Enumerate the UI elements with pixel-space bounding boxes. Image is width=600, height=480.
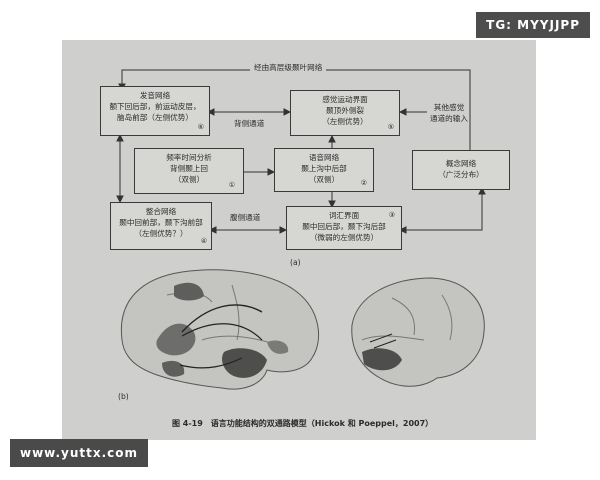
spectrotemporal-analysis-box: 频率时间分析 背侧颞上回 （双侧） ① xyxy=(134,148,244,194)
box-line: 颞顶外侧裂 xyxy=(326,106,364,115)
diagram-arrows-and-brains xyxy=(116,69,486,390)
conceptual-network-box: 概念网络 （广泛分布） xyxy=(412,150,510,190)
lexical-interface-box: 词汇界面 颞中回后部，颞下沟后部 （微弱的左侧优势） ③ xyxy=(286,206,402,250)
other-input-line: 通道的输入 xyxy=(430,114,468,123)
phonological-network-box: 语音网络 颞上沟中后部 （双侧） ② xyxy=(274,148,374,192)
box-number: ③ xyxy=(388,211,395,219)
box-number: ④ xyxy=(200,237,207,245)
box-number: ⑥ xyxy=(197,123,204,131)
box-title: 语音网络 xyxy=(308,153,340,162)
other-sensory-input-label: 其他感觉 通道的输入 xyxy=(430,102,468,124)
watermark-top: TG: MYYJJPP xyxy=(476,12,590,38)
articulatory-network-box: 发音网络 额下回后部，前运动皮层， 脑岛前部（左侧优势） ⑥ xyxy=(100,86,210,136)
box-title: 感觉运动界面 xyxy=(322,95,368,104)
box-title: 整合网络 xyxy=(145,207,177,216)
left-hemisphere-brain xyxy=(120,269,320,390)
box-line: 背侧颞上回 xyxy=(170,164,208,173)
panel-b-label: (b) xyxy=(118,392,129,401)
sensorimotor-interface-box: 感觉运动界面 颞顶外侧裂 （左侧优势） ⑤ xyxy=(290,90,400,136)
ventral-stream-label: 腹侧通道 xyxy=(230,213,261,222)
box-number: ① xyxy=(228,181,235,189)
box-line: 脑岛前部（左侧优势） xyxy=(117,113,193,122)
box-line: 颞上沟中后部 xyxy=(301,164,347,173)
watermark-bottom: www.yuttx.com xyxy=(10,439,149,467)
figure-caption: 图 4-19 语言功能结构的双通路模型（Hickok 和 Poeppel，200… xyxy=(172,419,434,428)
box-title: 词汇界面 xyxy=(328,211,360,220)
top-feedback-label: 经由高层级颞叶网络 xyxy=(250,62,327,73)
other-input-line: 其他感觉 xyxy=(433,103,465,112)
right-hemisphere-brain xyxy=(351,277,485,387)
box-line: （广泛分布） xyxy=(438,170,484,179)
dorsal-stream-label: 背侧通道 xyxy=(234,119,265,128)
box-line: （左侧优势？） xyxy=(134,229,188,238)
box-title: 频率时间分析 xyxy=(166,153,212,162)
box-line: 颞中回后部，颞下沟后部 xyxy=(302,222,386,231)
box-line: （双侧） xyxy=(173,175,205,184)
box-title: 概念网络 xyxy=(445,159,477,168)
box-line: （左侧优势） xyxy=(322,117,368,126)
box-line: 额下回后部，前运动皮层， xyxy=(109,102,201,111)
box-line: （微弱的左侧优势） xyxy=(309,233,379,242)
panel-a-label: (a) xyxy=(290,258,301,267)
box-title: 发音网络 xyxy=(139,91,171,100)
book-page-photo: 经由高层级颞叶网络 发音网络 额下回后部，前运动皮层， 脑岛前部（左侧优势） ⑥… xyxy=(62,40,536,440)
box-line: （双侧） xyxy=(308,175,340,184)
box-number: ⑤ xyxy=(387,123,394,131)
box-number: ② xyxy=(360,179,367,187)
box-line: 颞中回前部，颞下沟前部 xyxy=(119,218,203,227)
combinatorial-network-box: 整合网络 颞中回前部，颞下沟前部 （左侧优势？） ④ xyxy=(110,202,212,250)
